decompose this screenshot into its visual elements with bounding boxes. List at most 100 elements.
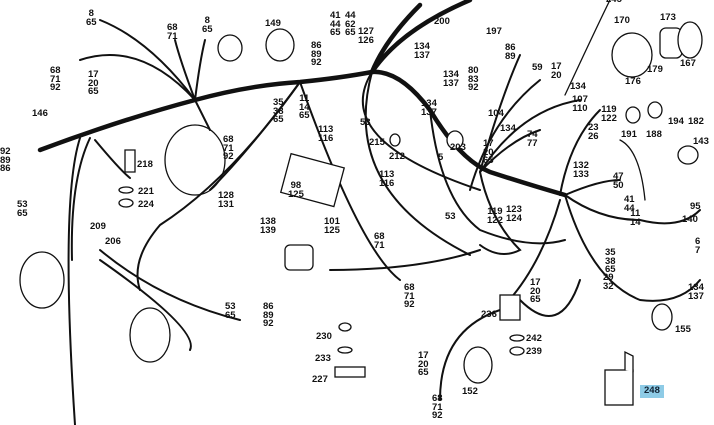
component-152 [463,346,493,384]
part-callout-53[interactable]: 53 [360,117,371,128]
part-callout-242[interactable]: 242 [526,333,542,344]
part-callout-44-62-65[interactable]: 44 62 65 [345,10,356,39]
part-callout-221[interactable]: 221 [138,186,154,197]
part-callout-123-124[interactable]: 123 124 [506,204,522,224]
part-callout-134-137[interactable]: 134 137 [421,98,437,118]
part-callout-11-14[interactable]: 11 14 [630,208,641,228]
part-callout-17-20-65[interactable]: 17 20 65 [483,138,494,167]
part-callout-143[interactable]: 143 [693,136,709,147]
part-callout-8-65[interactable]: 8 65 [202,15,213,35]
part-callout-146[interactable]: 146 [32,108,48,119]
part-callout-17-20-65[interactable]: 17 20 65 [88,69,99,98]
part-callout-113-116[interactable]: 113 116 [318,124,334,144]
part-callout-35-38-65[interactable]: 35 38 65 [605,247,616,276]
part-callout-6-7[interactable]: 6 7 [695,236,701,256]
part-callout-173[interactable]: 173 [660,12,676,23]
part-callout-104[interactable]: 104 [488,108,504,119]
part-callout-8-65[interactable]: 8 65 [86,8,97,28]
part-callout-194[interactable]: 194 [668,116,684,127]
part-callout-209[interactable]: 209 [90,221,106,232]
main-harness [37,0,568,198]
part-callout-218[interactable]: 218 [137,159,153,170]
part-callout-155[interactable]: 155 [675,324,691,335]
part-callout-227[interactable]: 227 [312,374,328,385]
part-callout-176[interactable]: 176 [625,76,641,87]
part-callout-239[interactable]: 239 [526,346,542,357]
part-callout-113-116[interactable]: 113 116 [379,169,395,189]
horn-left [19,251,65,309]
components [19,0,703,406]
part-callout-134-137[interactable]: 134 137 [443,69,459,89]
part-callout-119-122[interactable]: 119 122 [487,206,503,226]
part-callout-41-44[interactable]: 41 44 [624,194,635,214]
part-callout-119-122[interactable]: 119 122 [601,104,617,124]
part-callout-35-38-65[interactable]: 35 38 65 [273,97,284,126]
part-callout-98-125[interactable]: 98 125 [288,180,304,200]
part-callout-128-131[interactable]: 128 131 [218,190,234,210]
part-callout-140[interactable]: 140 [682,214,698,225]
part-callout-134[interactable]: 134 [570,81,586,92]
part-callout-68-71-92[interactable]: 68 71 92 [432,393,443,422]
part-callout-53-65[interactable]: 53 65 [17,199,28,219]
part-callout-203[interactable]: 203 [450,142,466,153]
part-callout-245[interactable]: 245 [606,0,622,5]
part-callout-53-65[interactable]: 53 65 [225,301,236,321]
part-callout-11-14-65[interactable]: 11 14 65 [299,93,310,122]
part-callout-197[interactable]: 197 [486,26,502,37]
part-callout-152[interactable]: 152 [462,386,478,397]
part-callout-47-50[interactable]: 47 50 [613,171,624,191]
part-callout-92-89-86[interactable]: 92 89 86 [0,146,11,175]
part-callout-95[interactable]: 95 [690,201,701,212]
branch-wires [67,19,701,425]
part-callout-74-77[interactable]: 74 77 [527,129,538,149]
part-callout-68-71[interactable]: 68 71 [374,231,385,251]
part-callout-29-32[interactable]: 29 32 [603,272,614,292]
part-callout-68-71[interactable]: 68 71 [167,22,178,42]
part-callout-167[interactable]: 167 [680,58,696,69]
part-callout-224[interactable]: 224 [138,199,154,210]
part-callout-68-71-92[interactable]: 68 71 92 [404,282,415,311]
part-callout-132-133[interactable]: 132 133 [573,160,589,180]
part-callout-127-126[interactable]: 127 126 [358,26,374,46]
part-callout-134[interactable]: 134 [500,123,516,134]
part-callout-230[interactable]: 230 [316,331,332,342]
lamp-155 [651,303,673,331]
part-callout-200[interactable]: 200 [434,16,450,27]
part-callout-182[interactable]: 182 [688,116,704,127]
part-callout-17-20-65[interactable]: 17 20 65 [418,350,429,379]
part-callout-5[interactable]: 5 [438,152,444,163]
part-callout-86-89-92[interactable]: 86 89 92 [263,301,274,330]
part-callout-236[interactable]: 236 [481,309,497,320]
part-callout-68-71-92[interactable]: 68 71 92 [50,65,61,94]
part-callout-149[interactable]: 149 [265,18,281,29]
part-callout-86-89[interactable]: 86 89 [505,42,516,62]
part-callout-138-139[interactable]: 138 139 [260,216,276,236]
part-callout-86-89-92[interactable]: 86 89 92 [311,40,322,69]
relay-248 [604,369,634,406]
part-callout-179[interactable]: 179 [647,64,663,75]
part-callout-53[interactable]: 53 [445,211,456,222]
part-callout-80-83-92[interactable]: 80 83 92 [468,65,479,94]
part-callout-107-110[interactable]: 107 110 [572,94,588,114]
part-callout-191[interactable]: 191 [621,129,637,140]
part-callout-212[interactable]: 212 [389,151,405,162]
part-callout-23-26[interactable]: 23 26 [588,122,599,142]
part-callout-170[interactable]: 170 [614,15,630,26]
part-callout-68-71-92[interactable]: 68 71 92 [223,134,234,163]
part-callout-41-44-65[interactable]: 41 44 65 [330,10,341,39]
part-callout-101-125[interactable]: 101 125 [324,216,340,236]
part-callout-233[interactable]: 233 [315,353,331,364]
part-callout-134-137[interactable]: 134 137 [688,282,704,302]
part-callout-215[interactable]: 215 [369,137,385,148]
part-callout-206[interactable]: 206 [105,236,121,247]
horn-right [129,307,171,363]
part-callout-188[interactable]: 188 [646,129,662,140]
part-callout-248[interactable]: 248 [640,385,664,398]
part-callout-134-137[interactable]: 134 137 [414,41,430,61]
part-callout-17-20[interactable]: 17 20 [551,61,562,81]
boot-176 [611,32,653,78]
part-callout-59[interactable]: 59 [532,62,543,73]
part-callout-17-20-65[interactable]: 17 20 65 [530,277,541,306]
